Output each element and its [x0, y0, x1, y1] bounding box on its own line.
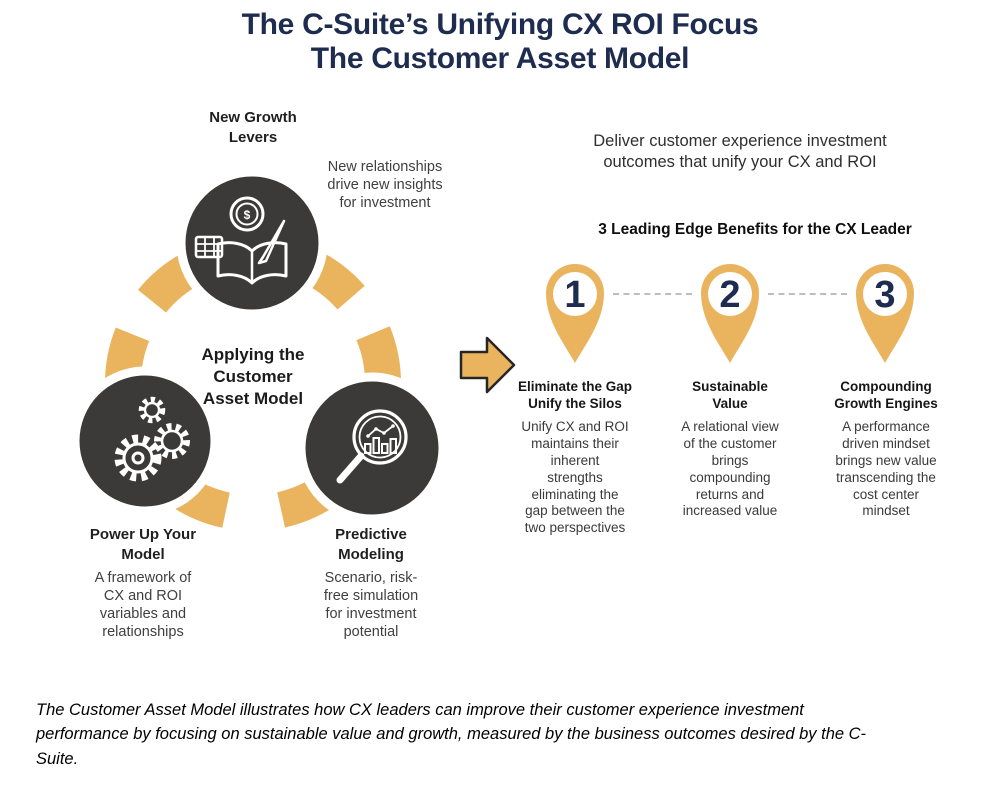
node-desc-predictive-modeling: Scenario, risk- free simulation for inve… — [323, 570, 419, 640]
page-title-line1: The C-Suite’s Unifying CX ROI Focus — [241, 8, 759, 41]
svg-text:$: $ — [244, 208, 251, 222]
caption: The Customer Asset Model illustrates how… — [36, 701, 867, 768]
flow-arrow-icon — [459, 336, 516, 394]
node-desc-power-up-your-model: A framework of CX and ROI variables and … — [94, 570, 192, 640]
benefit-number-3: 3 — [874, 274, 895, 316]
pin-inner-circle — [863, 272, 907, 316]
benefit-number-1: 1 — [564, 274, 585, 316]
benefit-desc-1: Unify CX and ROI maintains their inheren… — [521, 419, 629, 536]
benefit-desc-3: A performance driven mindset brings new … — [835, 419, 937, 519]
page-title: The C-Suite’s Unifying CX ROI Focus The … — [0, 8, 1000, 76]
benefit-pin-1: 1 — [546, 264, 604, 363]
book-coin-pen-icon: $ — [194, 196, 288, 285]
diagram-center-label: Applying the Customer Asset Model — [201, 345, 305, 409]
power-up-your-model-node — [70, 366, 220, 516]
benefit-connector-dashed-2 — [768, 293, 847, 295]
benefit-title-2: Sustainable Value — [692, 379, 768, 412]
predictive-modeling-node — [296, 372, 448, 524]
pin-inner-circle — [553, 272, 597, 316]
new-growth-levers-node: $ — [176, 167, 328, 319]
node-label-new-growth-levers: New Growth Levers — [209, 109, 297, 146]
node-desc-new-growth-levers: New relationships drive new insights for… — [327, 159, 443, 211]
predictive-modeling-circle — [296, 372, 448, 524]
benefit-title-1: Eliminate the Gap Unify the Silos — [517, 379, 633, 412]
benefit-title-3: Compounding Growth Engines — [834, 379, 938, 412]
magnifier-chart-icon — [336, 409, 408, 484]
benefits-heading: 3 Leading Edge Benefits for the CX Leade… — [598, 221, 912, 238]
new-growth-levers-circle — [176, 167, 328, 319]
right-panel-intro: Deliver customer experience investment o… — [593, 132, 887, 172]
node-label-predictive-modeling: Predictive Modeling — [335, 526, 407, 563]
customer-asset-model-diagram: $ — [70, 167, 448, 528]
page-title-line2: The Customer Asset Model — [310, 42, 690, 76]
node-label-power-up-your-model: Power Up Your Model — [89, 526, 197, 563]
benefit-desc-2: A relational view of the customer brings… — [681, 419, 779, 519]
benefit-pin-2: 2 — [701, 264, 759, 363]
gears-icon — [114, 396, 190, 482]
benefit-number-2: 2 — [719, 274, 740, 316]
benefit-pin-3: 3 — [856, 264, 914, 363]
pin-inner-circle — [708, 272, 752, 316]
benefit-connector-dashed-1 — [613, 293, 692, 295]
